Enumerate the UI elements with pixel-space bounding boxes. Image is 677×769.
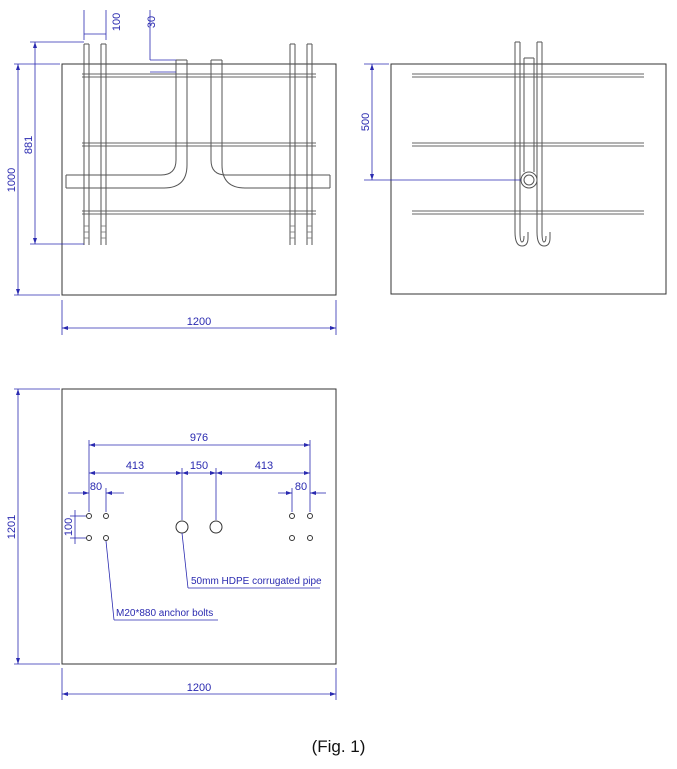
plan-dimension-arrows	[16, 389, 336, 696]
plan-dim-right: 413	[255, 460, 273, 472]
front-dim-height: 1000	[6, 168, 18, 192]
front-dimensions	[14, 10, 337, 335]
front-dim-width: 1200	[187, 316, 211, 328]
figure-caption: (Fig. 1)	[311, 737, 366, 756]
plan-dim-left: 413	[126, 460, 144, 472]
plan-dim-width: 1200	[187, 682, 211, 694]
plan-dim-bolt-left: 80	[90, 481, 102, 493]
side-dimensions	[364, 63, 521, 181]
plan-dimensions	[14, 388, 337, 700]
front-dim-bolt-length: 881	[23, 136, 35, 154]
front-bolt-threads	[84, 225, 312, 239]
front-dimension-arrows	[16, 42, 336, 330]
front-hdpe-pipes	[65, 59, 331, 189]
plan-dim-total: 976	[190, 432, 208, 444]
front-dim-bolt-offset: 100	[111, 13, 123, 31]
front-view-outline	[61, 63, 337, 296]
side-anchor-bolts	[514, 41, 551, 247]
plan-label-bolts: M20*880 anchor bolts	[116, 608, 213, 619]
front-view: 1200 1000 881 100 30	[6, 10, 337, 335]
front-anchor-bolts	[83, 43, 313, 245]
plan-dim-height: 1201	[6, 515, 18, 539]
side-pipe-circle	[520, 171, 538, 189]
side-rebars	[412, 73, 644, 215]
plan-dim-center: 150	[190, 460, 208, 472]
front-dim-pipe-offset: 30	[146, 16, 158, 28]
side-view-outline	[390, 63, 667, 295]
plan-view: 1200 1201 976 413 150 413 80 80 100 50mm…	[6, 388, 337, 700]
side-view: 500	[360, 41, 667, 295]
plan-label-pipe: 50mm HDPE corrugated pipe	[191, 576, 322, 587]
plan-anchor-bolt-holes	[86, 513, 313, 541]
front-rebars	[82, 73, 316, 215]
plan-pipe-holes	[175, 520, 223, 534]
plan-view-outline	[61, 388, 337, 665]
side-dimension-arrows	[370, 64, 374, 180]
plan-dim-bolt-right: 80	[295, 481, 307, 493]
side-dim-height: 500	[360, 113, 372, 131]
plan-dim-bolt-vertical: 100	[63, 518, 75, 536]
